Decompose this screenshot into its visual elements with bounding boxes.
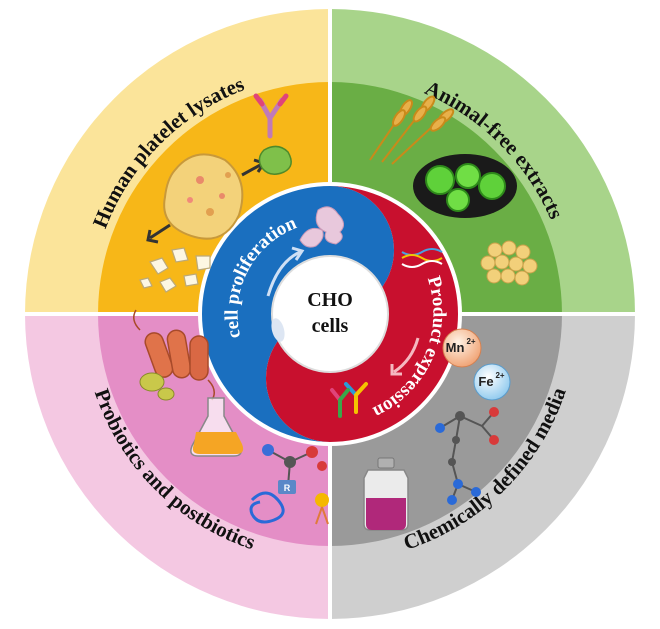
- lollipop-icon: [315, 493, 329, 525]
- center-label-line1: CHO: [307, 289, 353, 311]
- media-bottle-icon: [363, 457, 409, 531]
- mn-charge: 2+: [466, 337, 475, 346]
- amino-acid-icon: R: [262, 444, 327, 494]
- platelet-cell-icon: [163, 153, 244, 240]
- bacteria-icon: [133, 309, 215, 401]
- protein-icon: [249, 491, 285, 524]
- mn-label: Mn: [446, 340, 465, 355]
- arrow-down-icon: [390, 337, 420, 376]
- fe-charge: 2+: [495, 371, 504, 380]
- center-circle: [271, 255, 389, 373]
- r-group-label: R: [284, 483, 291, 493]
- antibody-icon: [253, 93, 289, 139]
- dna-icon: [401, 248, 443, 268]
- arrow-left-icon: [146, 223, 171, 244]
- soybeans-icon: [480, 240, 538, 286]
- flask-icon: [190, 397, 244, 457]
- protein-fragment-icon: [258, 145, 292, 175]
- wheat-icon: [369, 95, 455, 165]
- mn-ion-icon: Mn 2+: [442, 328, 482, 368]
- yeast-icon: [139, 372, 175, 401]
- molecule-icon: [435, 407, 499, 505]
- center-label-line2: cells: [312, 315, 349, 337]
- cho-cell-icon: [271, 206, 344, 342]
- inner-ring: [198, 182, 462, 446]
- algae-cells-icon: [413, 154, 517, 218]
- fe-label: Fe: [478, 374, 493, 389]
- antibody-icon: [330, 382, 368, 418]
- fragments-icon: [139, 247, 211, 293]
- arrow-up-icon: [266, 246, 305, 297]
- fe-ion-icon: Fe 2+: [473, 363, 511, 401]
